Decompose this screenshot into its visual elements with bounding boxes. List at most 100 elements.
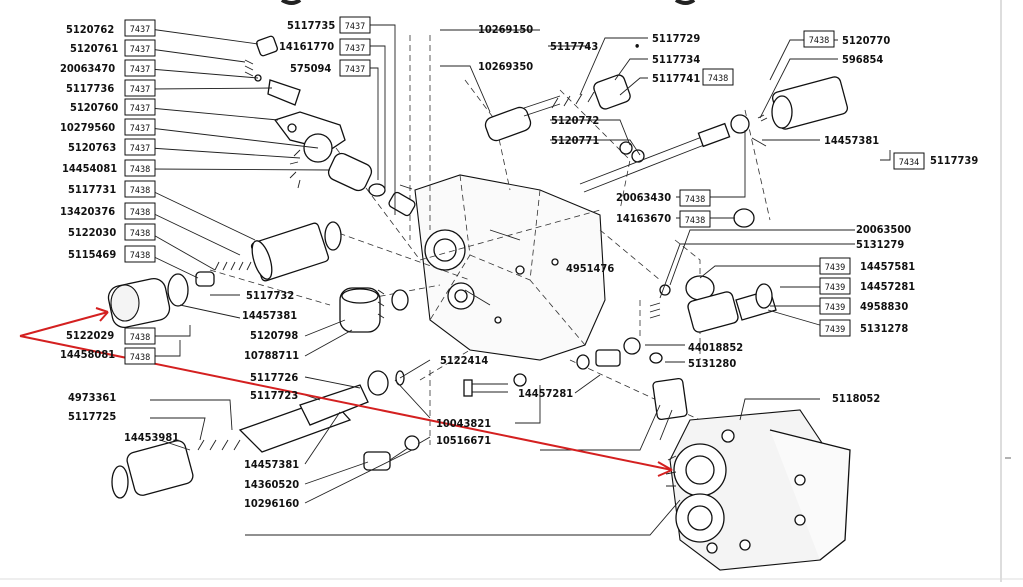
ref-box-label: 7437 xyxy=(130,144,151,154)
part-number-10516671: 10516671 xyxy=(436,434,491,447)
ref-box-7437: 7437 xyxy=(339,16,371,34)
part-number-20063430: 20063430 xyxy=(616,191,671,204)
part-number-14458081: 14458081 xyxy=(60,348,115,361)
ref-box-7437: 7437 xyxy=(124,19,156,37)
ref-box-label: 7438 xyxy=(130,229,151,239)
part-number-10043821: 10043821 xyxy=(436,417,491,430)
part-number-14457281: 14457281 xyxy=(518,387,573,400)
part-number-5117732: 5117732 xyxy=(246,289,294,302)
ref-box-label: 7439 xyxy=(825,263,846,273)
ref-box-label: 7438 xyxy=(130,186,151,196)
part-number-575094: 575094 xyxy=(290,62,331,75)
part-number-10279560: 10279560 xyxy=(60,121,115,134)
center-caps xyxy=(339,287,409,333)
part-number-14457281: 14457281 xyxy=(860,280,915,293)
ref-box-label: 7437 xyxy=(130,45,151,55)
part-number-14454081: 14454081 xyxy=(62,162,117,175)
part-number-5131278: 5131278 xyxy=(860,322,908,335)
part-number-44018852: 44018852 xyxy=(688,341,743,354)
part-number-5131280: 5131280 xyxy=(688,357,736,370)
part-number-5117741: 5117741 xyxy=(652,72,700,85)
ref-box-label: 7437 xyxy=(130,65,151,75)
part-number-14457581: 14457581 xyxy=(860,260,915,273)
ref-box-label: 7438 xyxy=(130,353,151,363)
ref-box-7434: 7434 xyxy=(893,152,925,170)
part-number-5117739: 5117739 xyxy=(930,154,978,167)
ref-box-7438: 7438 xyxy=(124,245,156,263)
ref-box-7438: 7438 xyxy=(124,159,156,177)
ref-box-label: 7437 xyxy=(130,104,151,114)
part-number-5122030: 5122030 xyxy=(68,226,116,239)
ref-box-7437: 7437 xyxy=(124,39,156,57)
gear-pump-housing xyxy=(652,377,851,571)
part-number-5120772: 5120772 xyxy=(551,114,599,127)
part-number-5120798: 5120798 xyxy=(250,329,298,342)
lower-piston-assembly xyxy=(111,370,527,499)
ref-box-7437: 7437 xyxy=(339,59,371,77)
ref-box-label: 7438 xyxy=(685,195,706,205)
ref-box-label: 7438 xyxy=(685,216,706,226)
upper-right-parts xyxy=(484,74,849,228)
ref-box-label: 7437 xyxy=(130,85,151,95)
ref-box-7439: 7439 xyxy=(819,257,851,275)
part-number-14360520: 14360520 xyxy=(244,478,299,491)
part-number-20063470: 20063470 xyxy=(60,62,115,75)
part-number-14457381: 14457381 xyxy=(824,134,879,147)
ref-box-7438: 7438 xyxy=(679,210,711,228)
ref-box-label: 7434 xyxy=(899,158,920,168)
part-number-5131279: 5131279 xyxy=(856,238,904,251)
pump-housing xyxy=(414,174,606,361)
ref-box-label: 7439 xyxy=(825,303,846,313)
ref-box-7438: 7438 xyxy=(124,180,156,198)
ref-box-7437: 7437 xyxy=(339,38,371,56)
part-number-5120770: 5120770 xyxy=(842,34,890,47)
part-number-5122414: 5122414 xyxy=(440,354,488,367)
part-number-4958830: 4958830 xyxy=(860,300,908,313)
left-valve-assembly xyxy=(107,221,342,328)
part-number-20063500: 20063500 xyxy=(856,223,911,236)
upper-left-valve-parts xyxy=(244,35,416,217)
part-number-14457381: 14457381 xyxy=(244,458,299,471)
part-number-5120760: 5120760 xyxy=(70,101,118,114)
ref-box-7438: 7438 xyxy=(702,68,734,86)
part-number-5117736: 5117736 xyxy=(66,82,114,95)
part-number-10269350: 10269350 xyxy=(478,60,533,73)
ref-box-label: 7439 xyxy=(825,283,846,293)
ref-box-7438: 7438 xyxy=(124,347,156,365)
part-number-5117729: 5117729 xyxy=(652,32,700,45)
part-number-14457381: 14457381 xyxy=(242,309,297,322)
reference-boxes: 7437 7437 7437 7437 7437 7437 7437 7438 7438 7438… xyxy=(124,16,925,365)
part-number-596854: 596854 xyxy=(842,53,883,66)
part-number-5117734: 5117734 xyxy=(652,53,700,66)
ref-box-label: 7438 xyxy=(130,333,151,343)
ref-box-7437: 7437 xyxy=(124,118,156,136)
ref-box-label: 7437 xyxy=(345,65,366,75)
part-number-5120763: 5120763 xyxy=(68,141,116,154)
part-number-5117725: 5117725 xyxy=(68,410,116,423)
ref-box-7439: 7439 xyxy=(819,297,851,315)
ref-box-7439: 7439 xyxy=(819,319,851,337)
ref-box-label: 7437 xyxy=(345,22,366,32)
ref-box-7438: 7438 xyxy=(803,30,835,48)
ref-box-label: 7437 xyxy=(130,124,151,134)
part-number-5117743: 5117743 xyxy=(550,40,598,53)
part-number-5118052: 5118052 xyxy=(832,392,880,405)
part-number-5122029: 5122029 xyxy=(66,329,114,342)
ref-box-7439: 7439 xyxy=(819,277,851,295)
ref-box-7438: 7438 xyxy=(124,202,156,220)
part-number-10296160: 10296160 xyxy=(244,497,299,510)
part-number-5117723: 5117723 xyxy=(250,389,298,402)
part-number-13420376: 13420376 xyxy=(60,205,115,218)
part-number-4951476: 4951476 xyxy=(566,262,614,275)
right-valve-assembly xyxy=(576,275,777,370)
ref-box-label: 7438 xyxy=(130,208,151,218)
ref-box-7437: 7437 xyxy=(124,59,156,77)
ref-box-label: 7437 xyxy=(130,25,151,35)
part-number-14453981: 14453981 xyxy=(124,431,179,444)
ref-box-label: 7438 xyxy=(130,251,151,261)
ref-box-label: 7439 xyxy=(825,325,846,335)
part-number-5117726: 5117726 xyxy=(250,371,298,384)
